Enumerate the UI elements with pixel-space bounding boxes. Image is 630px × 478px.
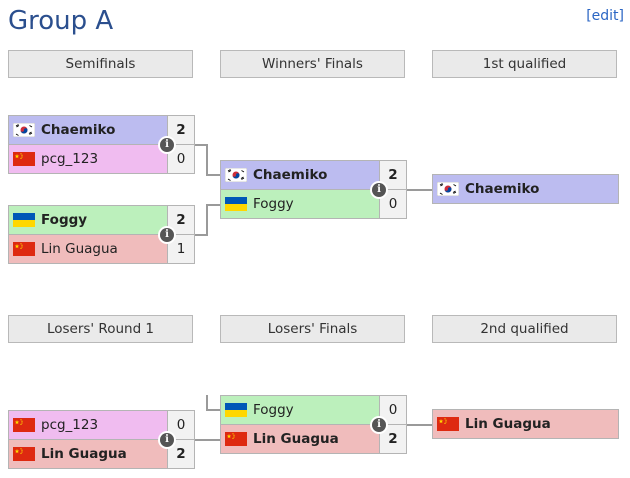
china-flag-icon: [13, 242, 35, 256]
qualified-player-name[interactable]: Chaemiko: [465, 181, 540, 197]
player-cell: Foggy: [9, 206, 167, 234]
header-winners-finals: Winners' Finals: [220, 50, 405, 78]
header-losers-round-1: Losers' Round 1: [8, 315, 193, 343]
ukraine-flag-icon: [225, 197, 247, 211]
match-row-p2: Lin Guagua 2: [220, 424, 407, 454]
match-info-icon[interactable]: i: [372, 418, 386, 432]
edit-link-wrapper: [edit]: [586, 8, 624, 24]
match-row-p1: pcg_123 0: [8, 410, 195, 440]
edit-link[interactable]: [edit]: [586, 8, 624, 24]
match-info-icon[interactable]: i: [160, 138, 174, 152]
player-cell: Lin Guagua: [221, 425, 379, 453]
match-row-p2: pcg_123 0: [8, 144, 195, 174]
player-name[interactable]: Chaemiko: [41, 122, 116, 138]
match-info-icon[interactable]: i: [372, 183, 386, 197]
south-korea-flag-icon: [12, 122, 36, 138]
player-name[interactable]: pcg_123: [41, 417, 99, 433]
player-cell: pcg_123: [9, 411, 167, 439]
match-semifinal-2: Foggy 2 Lin Guagua 1 i: [8, 205, 195, 264]
player-cell: Lin Guagua: [9, 440, 167, 468]
player-cell: Chaemiko: [221, 161, 379, 189]
match-info-icon[interactable]: i: [160, 433, 174, 447]
player-cell: Lin Guagua: [9, 235, 167, 263]
second-qualified-slot: Lin Guagua: [432, 409, 619, 439]
header-first-qualified: 1st qualified: [432, 50, 617, 78]
ukraine-flag-icon: [225, 403, 247, 417]
header-second-qualified: 2nd qualified: [432, 315, 617, 343]
china-flag-icon: [225, 432, 247, 446]
match-info-icon[interactable]: i: [160, 228, 174, 242]
china-flag-icon: [13, 152, 35, 166]
match-winners-final: Chaemiko 2 Foggy 0 i: [220, 160, 407, 219]
connector-drop-to-losers-final: [206, 395, 222, 411]
china-flag-icon: [13, 447, 35, 461]
south-korea-flag-icon: [436, 181, 460, 197]
match-losers-round-1: pcg_123 0 Lin Guagua 2 i: [8, 410, 195, 469]
qualified-player-name[interactable]: Lin Guagua: [465, 416, 551, 432]
match-semifinal-1: Chaemiko 2 pcg_123 0 i: [8, 115, 195, 174]
player-cell: Foggy: [221, 396, 379, 424]
player-name[interactable]: pcg_123: [41, 151, 99, 167]
player-cell: pcg_123: [9, 145, 167, 173]
player-name[interactable]: Foggy: [253, 402, 294, 418]
ukraine-flag-icon: [13, 213, 35, 227]
player-name[interactable]: Lin Guagua: [41, 446, 127, 462]
player-name[interactable]: Lin Guagua: [41, 241, 118, 257]
player-name[interactable]: Foggy: [41, 212, 88, 228]
player-name[interactable]: Chaemiko: [253, 167, 328, 183]
player-name[interactable]: Lin Guagua: [253, 431, 339, 447]
china-flag-icon: [13, 418, 35, 432]
match-row-p2: Foggy 0: [220, 189, 407, 219]
first-qualified-slot: Chaemiko: [432, 174, 619, 204]
player-cell: Chaemiko: [9, 116, 167, 144]
match-row-p2: Lin Guagua 2: [8, 439, 195, 469]
group-title: Group A: [8, 6, 114, 36]
south-korea-flag-icon: [224, 167, 248, 183]
match-row-p1: Chaemiko 2: [220, 160, 407, 190]
header-losers-finals: Losers' Finals: [220, 315, 405, 343]
header-semifinals: Semifinals: [8, 50, 193, 78]
player-cell: Foggy: [221, 190, 379, 218]
match-losers-final: Foggy 0 Lin Guagua 2 i: [220, 395, 407, 454]
china-flag-icon: [437, 417, 459, 431]
player-name[interactable]: Foggy: [253, 196, 294, 212]
